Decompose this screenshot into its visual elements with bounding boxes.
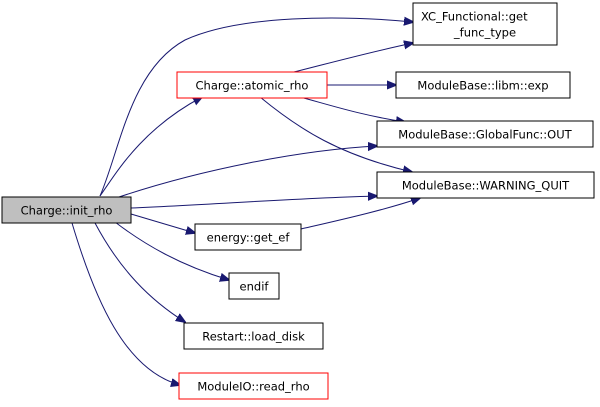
node-read-rho[interactable]: ModuleIO::read_rho: [178, 372, 329, 400]
node-libm-exp[interactable]: ModuleBase::libm::exp: [395, 71, 571, 99]
edge-init-rho-to-globalfunc-out: [118, 146, 377, 198]
node-box: [376, 171, 595, 199]
edge-init-rho-to-load-disk: [94, 222, 185, 322]
node-label-line-2: _func_type: [453, 26, 516, 40]
edge-init-rho-to-get-ef: [130, 213, 195, 233]
node-box: [178, 372, 329, 400]
edge-atomic-rho-to-warning-quit: [259, 96, 412, 172]
edge-init-rho-to-read-rho: [71, 222, 180, 385]
node-box: [176, 71, 328, 99]
node-label: ModuleBase::GlobalFunc::OUT: [398, 128, 572, 142]
node-init-rho[interactable]: Charge::init_rho: [1, 196, 132, 224]
edge-init-rho-to-get-func-type: [99, 18, 413, 197]
node-box: [194, 223, 302, 251]
edge-get-ef-to-warning-quit: [300, 198, 420, 230]
node-get-ef[interactable]: energy::get_ef: [194, 223, 302, 251]
node-box: [228, 272, 280, 300]
node-label: Charge::atomic_rho: [196, 79, 309, 93]
node-box: [395, 71, 571, 99]
node-box: [412, 2, 558, 46]
node-warning-quit[interactable]: ModuleBase::WARNING_QUIT: [376, 171, 595, 199]
edge-atomic-rho-to-get-func-type: [289, 43, 413, 74]
node-label: ModuleBase::libm::exp: [417, 79, 548, 93]
node-endif[interactable]: endif: [228, 272, 280, 300]
edges: [71, 18, 420, 385]
edge-init-rho-to-warning-quit: [130, 196, 377, 209]
node-label: endif: [240, 280, 270, 294]
node-load-disk[interactable]: Restart::load_disk: [183, 322, 324, 350]
node-label: Charge::init_rho: [21, 204, 113, 218]
node-label-line-1: XC_Functional::get: [421, 10, 528, 24]
node-box: [1, 196, 132, 224]
node-get-func-type[interactable]: XC_Functional::get _func_type: [412, 2, 558, 46]
edge-init-rho-to-endif: [114, 221, 229, 280]
node-label: Restart::load_disk: [202, 330, 305, 344]
node-atomic-rho[interactable]: Charge::atomic_rho: [176, 71, 328, 99]
node-box: [183, 322, 324, 350]
node-label: energy::get_ef: [207, 231, 291, 245]
node-globalfunc-out[interactable]: ModuleBase::GlobalFunc::OUT: [376, 120, 594, 148]
edge-init-rho-to-atomic-rho: [99, 97, 202, 197]
node-label: ModuleBase::WARNING_QUIT: [402, 179, 570, 193]
edge-atomic-rho-to-globalfunc-out: [299, 96, 405, 122]
node-label: ModuleIO::read_rho: [197, 380, 309, 394]
node-box: [376, 120, 594, 148]
